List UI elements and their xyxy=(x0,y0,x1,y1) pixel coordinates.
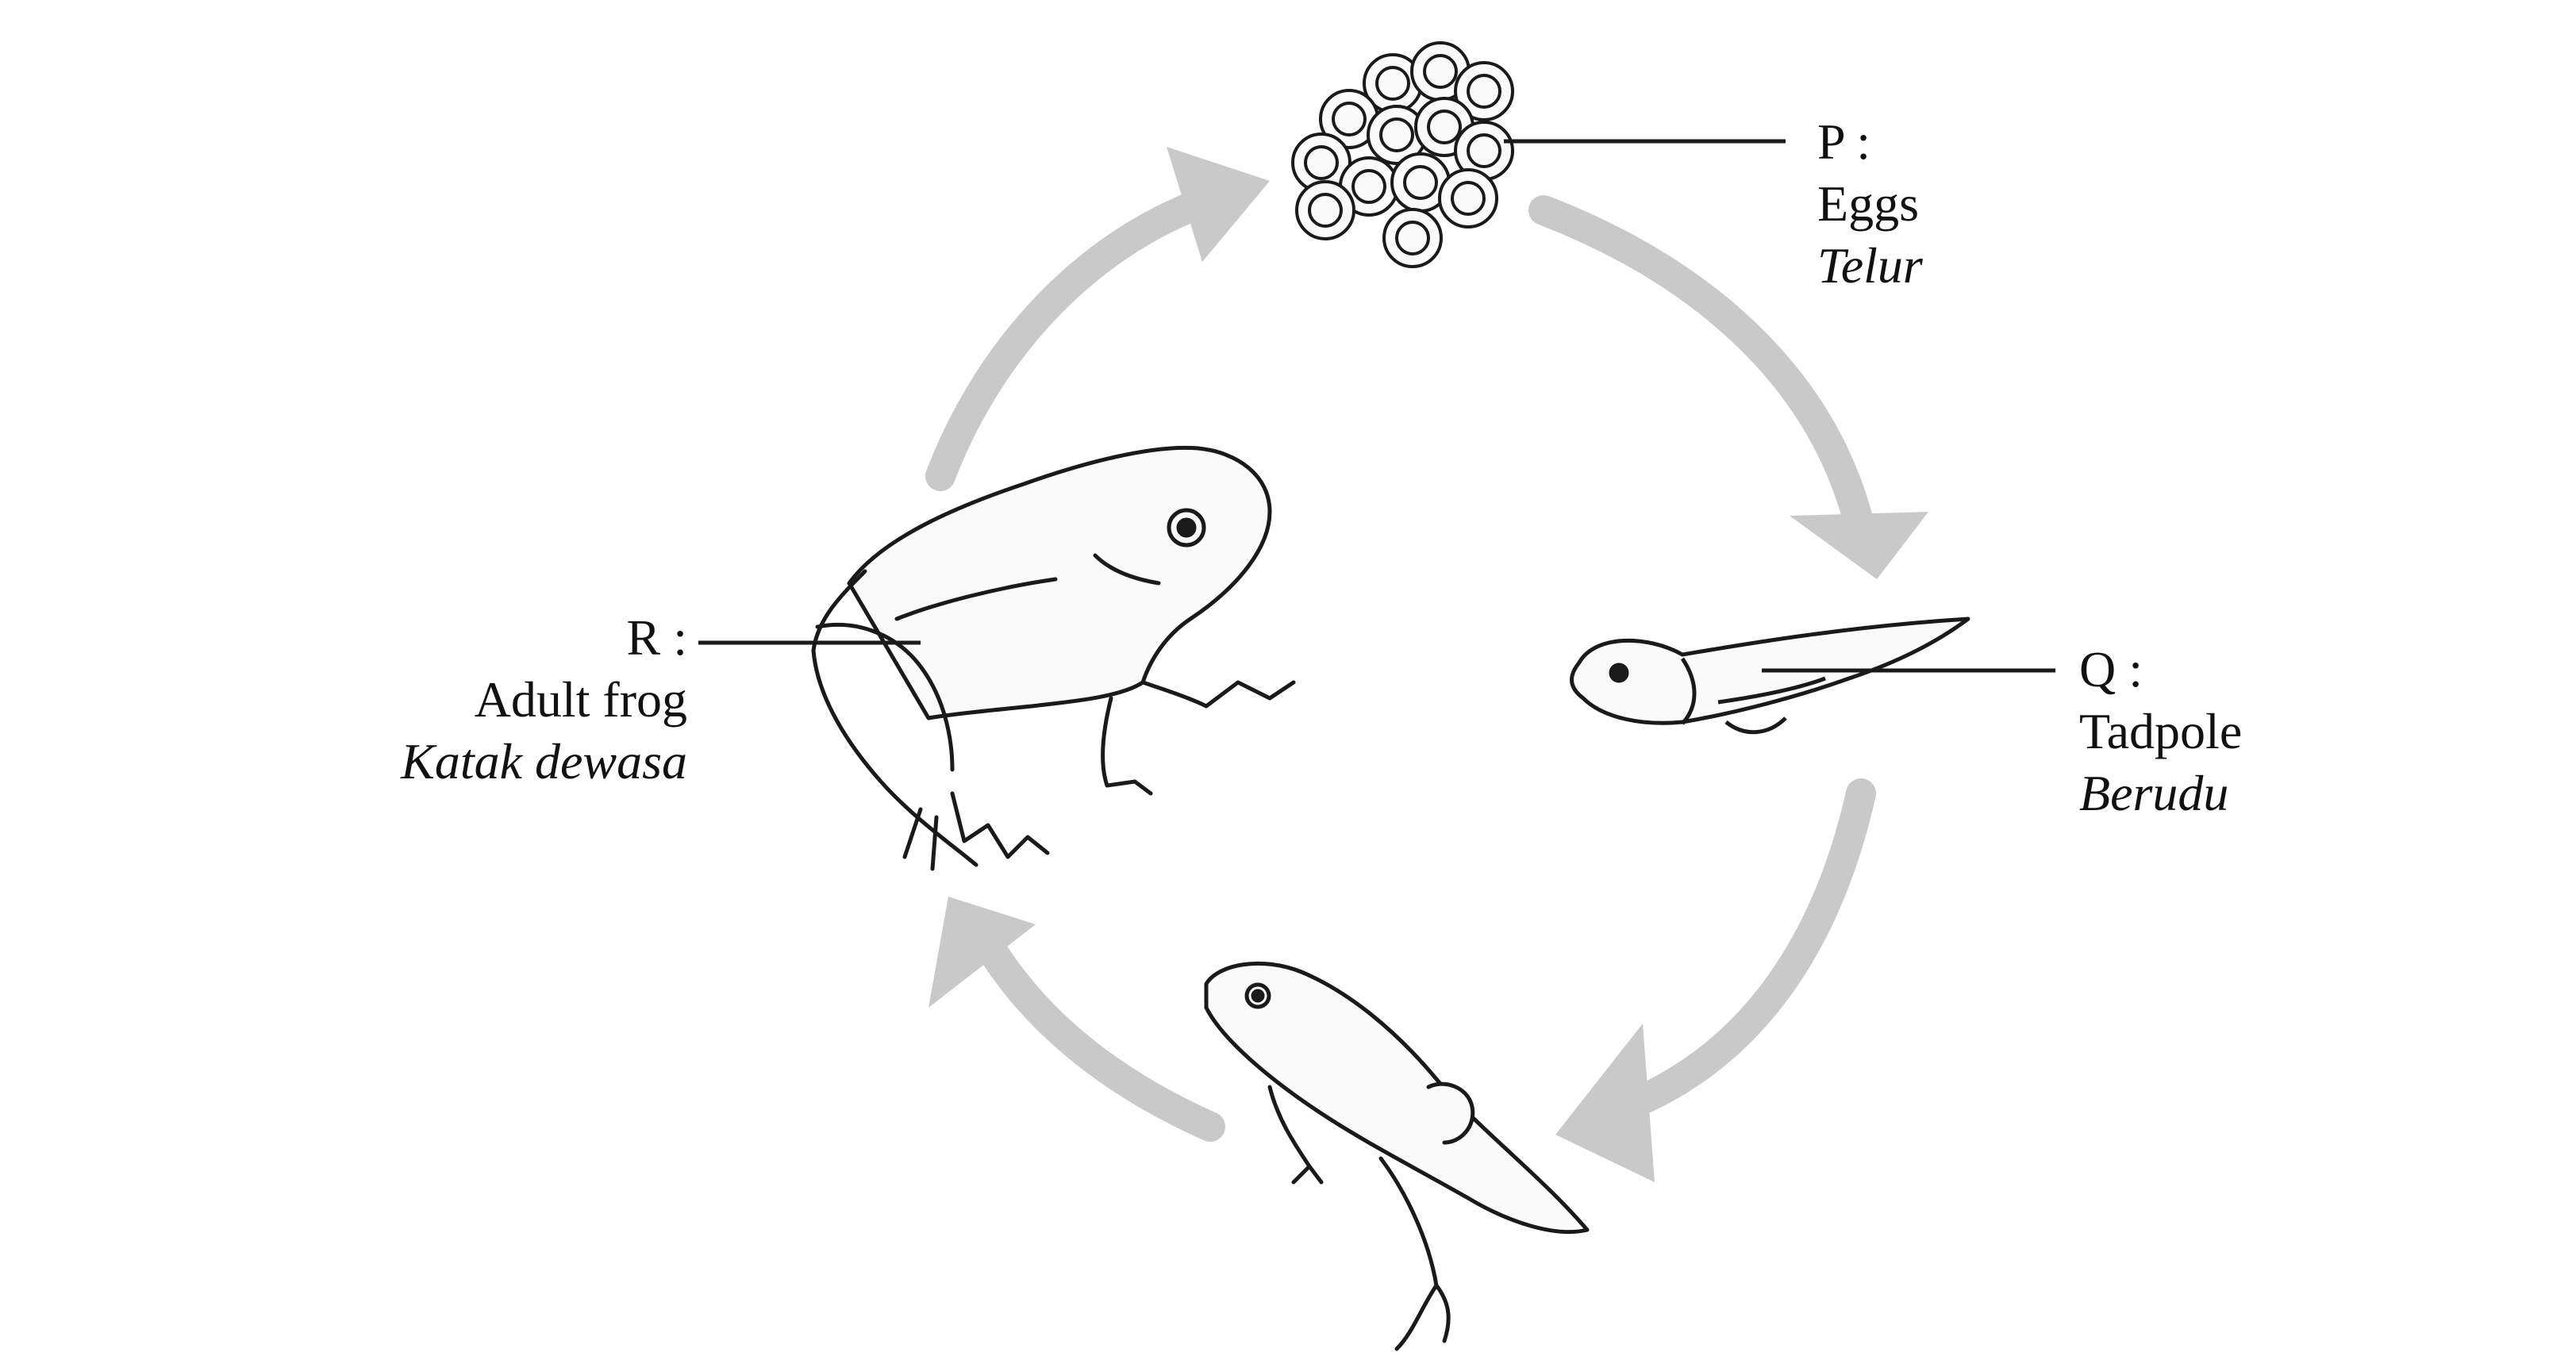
label-r-malay: Katak dewasa xyxy=(401,731,687,793)
label-p: P : Eggs Telur xyxy=(1817,111,1923,297)
label-p-letter: P : xyxy=(1817,111,1923,173)
tadpole-icon xyxy=(1571,619,1968,732)
label-q: Q : Tadpole Berudu xyxy=(2079,639,2242,824)
label-r-english: Adult frog xyxy=(401,669,687,731)
arrow-tadpole-to-froglet xyxy=(1555,793,1861,1182)
arrow-froglet-to-frog xyxy=(929,897,1210,1127)
label-p-english: Eggs xyxy=(1817,173,1923,235)
arrow-frog-to-eggs xyxy=(940,147,1270,476)
label-r-letter: R : xyxy=(401,607,687,669)
label-q-malay: Berudu xyxy=(2079,763,2242,824)
froglet-icon xyxy=(1206,963,1587,1349)
label-q-english: Tadpole xyxy=(2079,701,2242,763)
eggs-icon xyxy=(1293,43,1513,267)
adult-frog-icon xyxy=(813,448,1294,869)
label-r: R : Adult frog Katak dewasa xyxy=(401,607,687,793)
label-p-malay: Telur xyxy=(1817,235,1923,297)
label-q-letter: Q : xyxy=(2079,639,2242,701)
